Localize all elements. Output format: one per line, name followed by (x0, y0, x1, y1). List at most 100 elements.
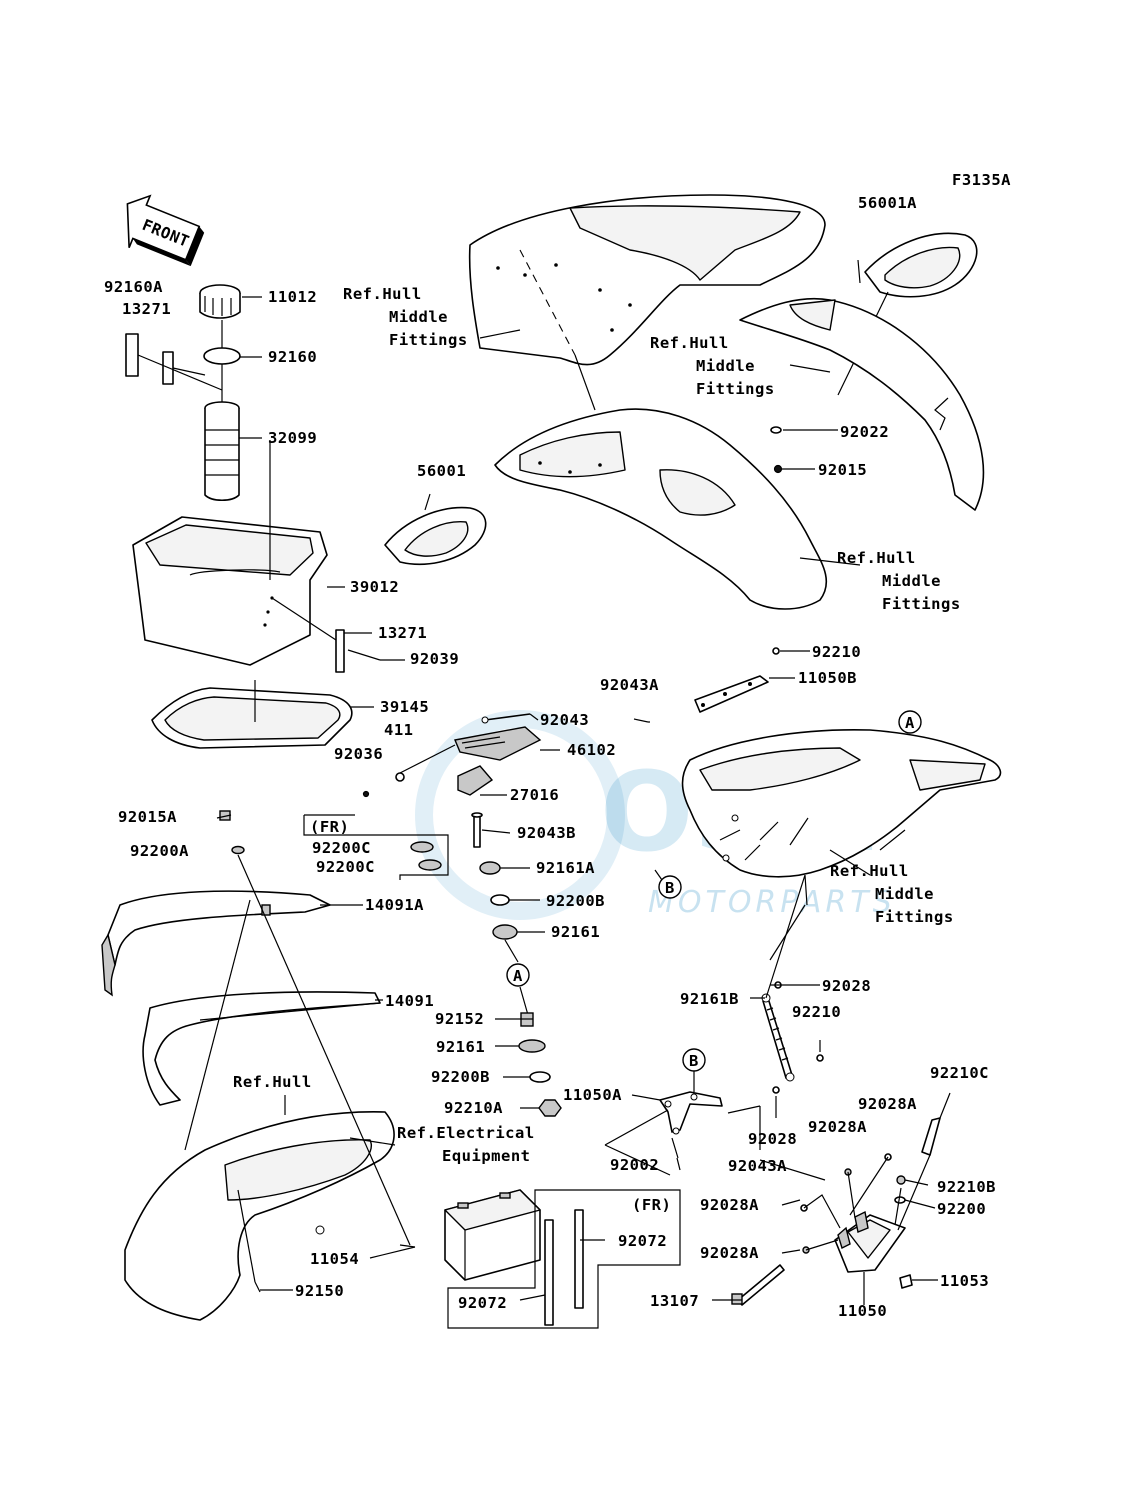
svg-text:Fittings: Fittings (875, 908, 954, 926)
label-92072-a: 92072 (618, 1232, 667, 1250)
label-11050: 11050 (838, 1302, 887, 1320)
label-92015A: 92015A (118, 808, 177, 826)
washer-92161A (479, 861, 501, 875)
svg-text:B: B (665, 879, 675, 897)
bolt-13107 (731, 1264, 785, 1306)
label-56001A: 56001A (858, 194, 917, 212)
screw-92039 (347, 649, 381, 661)
svg-text:Middle: Middle (882, 572, 941, 590)
label-92200C-2: 92200C (316, 858, 375, 876)
label-92043A-top: 92043A (600, 676, 659, 694)
washer-411 (395, 772, 405, 782)
label-92160: 92160 (268, 348, 317, 366)
label-92161-top: 92161 (551, 923, 600, 941)
latch-base-27016 (457, 765, 494, 796)
label-411: 411 (384, 721, 414, 739)
washer-92200B-top (490, 894, 510, 906)
label-11053: 11053 (940, 1272, 989, 1290)
svg-text:Ref.Hull: Ref.Hull (233, 1073, 312, 1091)
gasket-92160 (203, 347, 241, 365)
svg-text:B: B (689, 1052, 699, 1070)
callout-a-left: A (506, 963, 530, 987)
label-11050A: 11050A (563, 1086, 622, 1104)
label-92036: 92036 (334, 745, 383, 763)
label-92210-mid: 92210 (792, 1003, 841, 1021)
washer-92200B-bot (529, 1071, 551, 1083)
col-leader-2 (519, 986, 529, 1016)
bin-strip-leader (271, 597, 337, 641)
ref-hull-middle-4: Ref.Hull Middle Fittings (830, 862, 954, 926)
label-92150: 92150 (295, 1282, 344, 1300)
label-92161-bot: 92161 (436, 1038, 485, 1056)
nut-11053 (899, 1274, 913, 1289)
svg-text:Middle: Middle (389, 308, 448, 326)
label-92200A: 92200A (130, 842, 189, 860)
leader-92200A (237, 854, 411, 1246)
ref-hull-middle-3: Ref.Hull Middle Fittings (837, 549, 961, 613)
hull-front (124, 1095, 395, 1321)
leader-spring-2 (769, 904, 806, 961)
ref-hull-middle-2: Ref.Hull Middle Fittings (650, 334, 774, 398)
callout-b-hatch: B (658, 875, 682, 899)
label-92200C-1: 92200C (312, 839, 371, 857)
label-13107: 13107 (650, 1292, 699, 1310)
svg-text:Ref.Hull: Ref.Hull (650, 334, 729, 352)
deck-panel-top (468, 194, 826, 411)
label-92043A-bot: 92043A (728, 1157, 787, 1175)
label-46102: 46102 (567, 741, 616, 759)
label-27016: 27016 (510, 786, 559, 804)
label-92039: 92039 (410, 650, 459, 668)
svg-text:Middle: Middle (696, 357, 755, 375)
washer-92161-top (492, 924, 518, 940)
svg-text:Ref.Hull: Ref.Hull (343, 285, 422, 303)
gas-spring-92161B (761, 993, 795, 1082)
label-92161A: 92161A (536, 859, 595, 877)
strip-92160A (125, 333, 139, 377)
label-92028A-2: 92028A (808, 1118, 867, 1136)
leader-spring-hatch (765, 874, 808, 999)
label-leaders (216, 259, 951, 1305)
latch-leader (399, 744, 456, 774)
bolt-11054 (399, 1244, 416, 1248)
label-92043: 92043 (540, 711, 589, 729)
label-92022: 92022 (840, 423, 889, 441)
label-92200: 92200 (937, 1200, 986, 1218)
label-92210A: 92210A (444, 1099, 503, 1117)
label-13271-mid: 13271 (378, 624, 427, 642)
label-92200B-bot: 92200B (431, 1068, 490, 1086)
strip-leaders (137, 354, 223, 391)
label-92002: 92002 (610, 1156, 659, 1174)
label-14091A: 14091A (365, 896, 424, 914)
bolt-92043A-top (633, 718, 649, 723)
label-11050B: 11050B (798, 669, 857, 687)
right-side-cover (739, 297, 985, 511)
battery (444, 1189, 541, 1281)
bolt-92210C (921, 1117, 941, 1156)
bolt-92043B (471, 812, 483, 848)
label-92161B: 92161B (680, 990, 739, 1008)
label-14091: 14091 (385, 992, 434, 1010)
ref-hull: Ref.Hull (233, 1073, 312, 1091)
svg-text:Fittings: Fittings (882, 595, 961, 613)
label-92210B: 92210B (937, 1178, 996, 1196)
nut-92015 (773, 464, 783, 474)
screw-92002 (676, 1157, 681, 1171)
label-92200B-top: 92200B (546, 892, 605, 910)
label-92028-mid: 92028 (748, 1130, 797, 1148)
washer-92161-bot (518, 1039, 546, 1053)
label-92072-b: 92072 (458, 1294, 507, 1312)
front-arrow-icon: FRONT (126, 194, 205, 267)
label-92210C: 92210C (930, 1064, 989, 1082)
filler-neck-32099 (204, 401, 240, 502)
label-11012: 11012 (268, 288, 317, 306)
nut-92210A (538, 1099, 562, 1117)
latch-46102 (454, 713, 542, 761)
ref-electrical-equipment: Ref.Electrical Equipment (397, 1124, 534, 1165)
label-92028A-3: 92028A (700, 1196, 759, 1214)
svg-text:Middle: Middle (875, 885, 934, 903)
label-92152: 92152 (435, 1010, 484, 1028)
hood-cover-14091 (142, 991, 381, 1106)
bracket-11050A (659, 1091, 723, 1135)
label-39145: 39145 (380, 698, 429, 716)
